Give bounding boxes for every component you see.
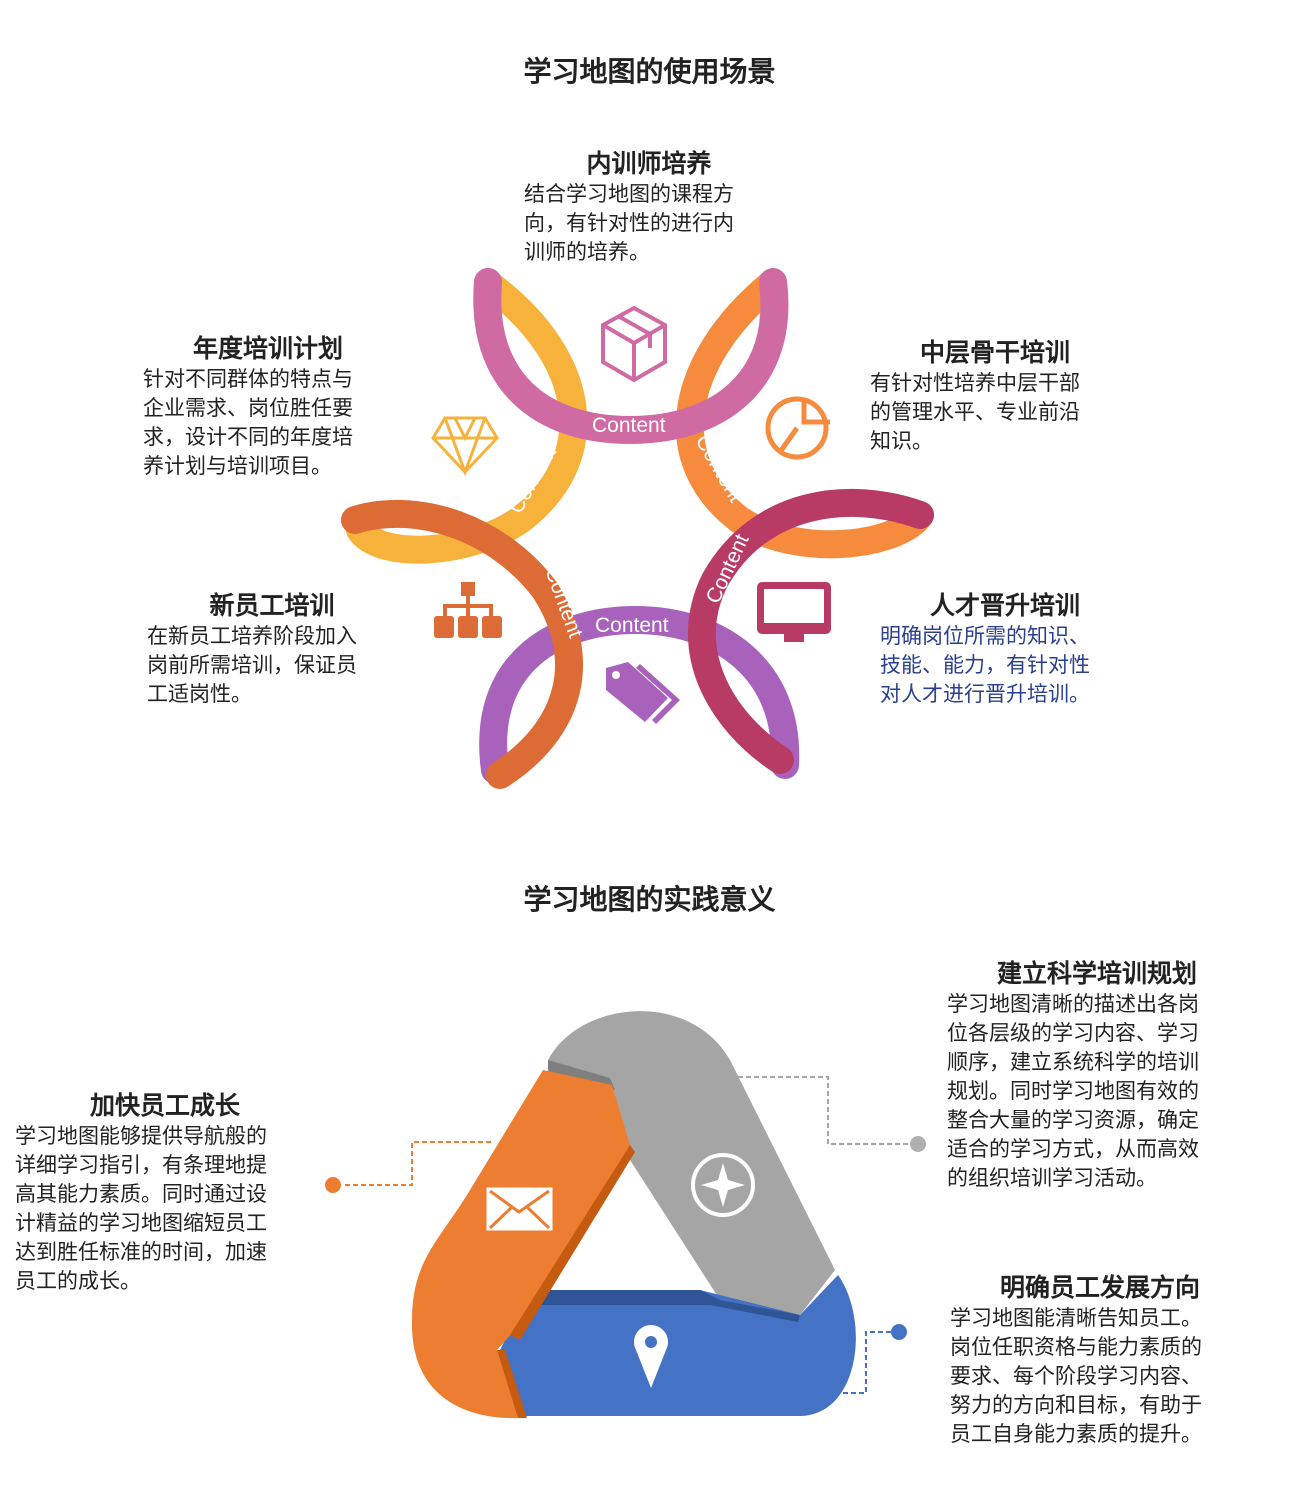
significance-title: 加快员工成长	[89, 1091, 240, 1120]
line: 努力的方向和目标，有助于	[950, 1393, 1202, 1417]
connector-orange	[345, 1141, 492, 1186]
connector-dot-orange	[325, 1177, 341, 1193]
diamond-icon	[431, 416, 499, 477]
org-chart-icon	[434, 582, 502, 638]
location-pin-icon	[634, 1325, 669, 1388]
scenario-promotion: 人才晋升培训 明确岗位所需的知识、 技能、能力，有针对性 对人才进行晋升培训。	[880, 590, 1130, 709]
ribbon-label-top: Content	[592, 414, 666, 437]
triangle-diagram	[411, 1011, 856, 1419]
line: 求，设计不同的年度培	[143, 425, 353, 449]
line: 岗前所需培训，保证员	[147, 653, 357, 677]
line: 学习地图清晰的描述出各岗	[947, 992, 1199, 1016]
scenario-title: 内训师培养	[586, 149, 712, 178]
connector-dot-gray	[910, 1136, 926, 1152]
section2-title: 学习地图的实践意义	[523, 883, 776, 916]
significance-training-plan: 建立科学培训规划 学习地图清晰的描述出各岗 位各层级的学习内容、学习 顺序，建立…	[947, 958, 1247, 1193]
box-icon	[601, 305, 667, 383]
line: 详细学习指引，有条理地提	[15, 1153, 267, 1177]
connector-blue	[835, 1331, 896, 1394]
segment-gray	[548, 1011, 835, 1315]
significance-development-direction: 明确员工发展方向 学习地图能清晰告知员工。 岗位任职资格与能力素质的 要求、每个…	[950, 1272, 1250, 1449]
line: 员工自身能力素质的提升。	[950, 1422, 1202, 1446]
significance-title: 明确员工发展方向	[999, 1273, 1200, 1302]
line: 要求、每个阶段学习内容、	[950, 1364, 1202, 1388]
compass-icon	[691, 1153, 755, 1217]
scenario-title: 年度培训计划	[192, 334, 343, 363]
ribbon-purple	[479, 605, 800, 784]
line: 规划。同时学习地图有效的	[947, 1079, 1199, 1103]
line: 对人才进行晋升培训。	[880, 682, 1090, 706]
scenario-annual-plan: 年度培训计划 针对不同群体的特点与 企业需求、岗位胜任要 求，设计不同的年度培 …	[143, 333, 393, 481]
ribbon-label-bottom: Content	[595, 614, 669, 637]
line: 工适岗性。	[147, 682, 252, 706]
scenario-trainer: 内训师培养 结合学习地图的课程方 向，有针对性的进行内 训师的培养。	[524, 148, 774, 267]
ribbon-darkorange	[341, 499, 583, 789]
scenario-middle-management: 中层骨干培训 有针对性培养中层干部 的管理水平、专业前沿 知识。	[870, 337, 1120, 456]
line: 针对不同群体的特点与	[143, 367, 353, 391]
line: 高其能力素质。同时通过设	[15, 1182, 267, 1206]
scenario-title: 新员工培训	[209, 591, 335, 620]
line: 知识。	[870, 429, 933, 453]
line: 适合的学习方式，从而高效	[947, 1137, 1199, 1161]
line: 结合学习地图的课程方	[524, 182, 734, 206]
line: 员工的成长。	[15, 1269, 141, 1293]
section1-title: 学习地图的使用场景	[523, 55, 776, 88]
line: 养计划与培训项目。	[143, 454, 332, 478]
line: 顺序，建立系统科学的培训	[947, 1050, 1199, 1074]
ribbon-pink	[473, 268, 789, 445]
significance-employee-growth: 加快员工成长 学习地图能够提供导航般的 详细学习指引，有条理地提 高其能力素质。…	[15, 1090, 315, 1296]
ribbon-crimson	[687, 488, 934, 774]
connector-dot-blue	[891, 1324, 907, 1340]
scenario-title: 中层骨干培训	[919, 338, 1070, 367]
ribbon-yellow	[346, 271, 588, 564]
connector-gray	[738, 1076, 915, 1145]
line: 岗位任职资格与能力素质的	[950, 1335, 1202, 1359]
line: 学习地图能够提供导航般的	[15, 1124, 267, 1148]
line: 计精益的学习地图缩短员工	[15, 1211, 267, 1235]
monitor-icon	[757, 582, 831, 642]
line: 在新员工培养阶段加入	[147, 624, 357, 648]
line: 学习地图能清晰告知员工。	[950, 1306, 1202, 1330]
significance-title: 建立科学培训规划	[996, 959, 1197, 988]
line: 的组织培训学习活动。	[947, 1166, 1157, 1190]
scenario-title: 人才晋升培训	[929, 591, 1080, 620]
line: 企业需求、岗位胜任要	[143, 396, 353, 420]
scenario-new-employee: 新员工培训 在新员工培养阶段加入 岗前所需培训，保证员 工适岗性。	[147, 590, 397, 709]
line: 位各层级的学习内容、学习	[947, 1021, 1199, 1045]
line: 训师的培养。	[524, 240, 650, 264]
line: 的管理水平、专业前沿	[870, 400, 1080, 424]
segment-orange	[411, 1070, 630, 1419]
envelope-icon	[486, 1187, 553, 1231]
line: 明确岗位所需的知识、	[880, 624, 1090, 648]
line: 技能、能力，有针对性	[880, 653, 1090, 677]
line: 向，有针对性的进行内	[524, 211, 734, 235]
line: 整合大量的学习资源，确定	[947, 1108, 1199, 1132]
pie-chart-icon	[765, 396, 830, 460]
ribbon-orange	[675, 271, 934, 559]
tag-icon	[606, 662, 680, 724]
line: 有针对性培养中层干部	[870, 371, 1080, 395]
line: 达到胜任标准的时间，加速	[15, 1240, 267, 1264]
